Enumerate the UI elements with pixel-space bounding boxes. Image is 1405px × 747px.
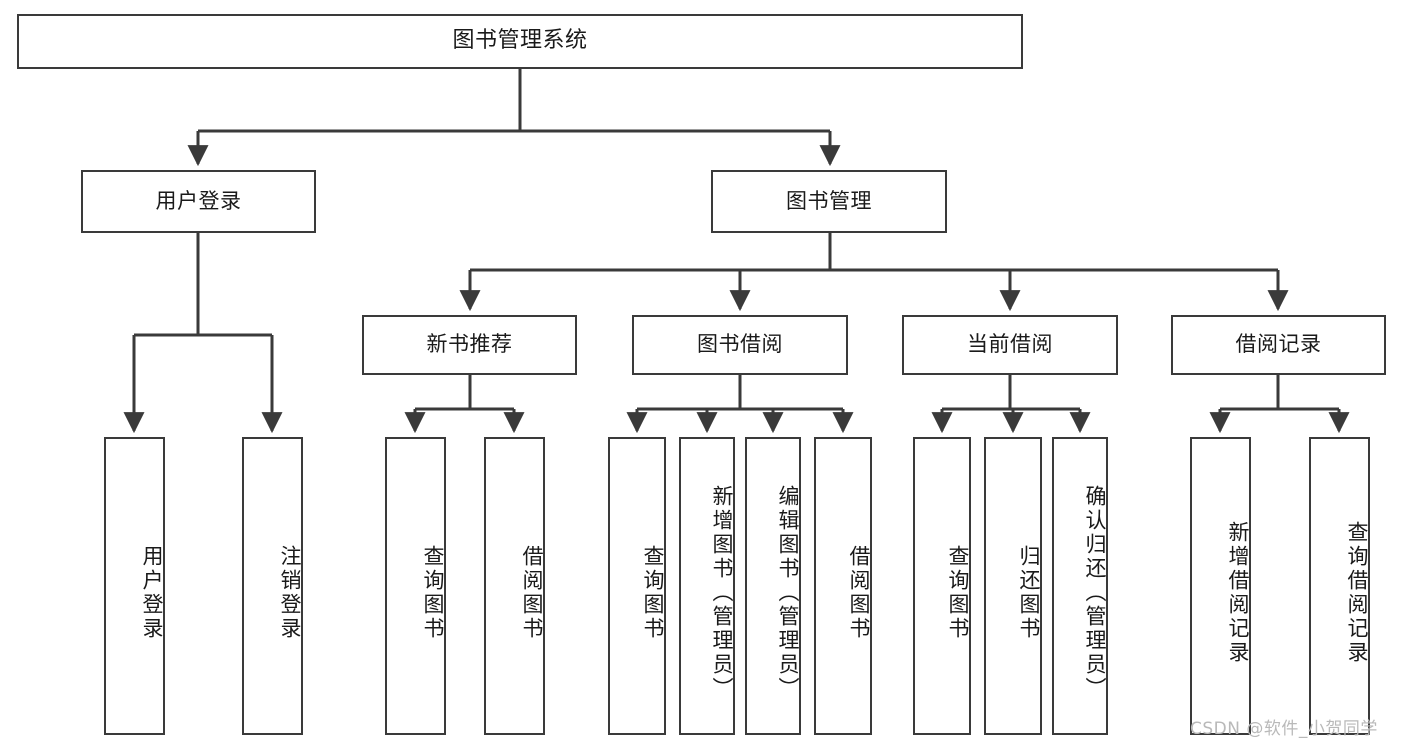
node-user-login-label: 用户登录 xyxy=(155,188,242,213)
node-leaf-borrow-book-new[interactable]: 借阅图书 xyxy=(484,437,545,735)
node-leaf-query-book-current[interactable]: 查询图书 xyxy=(913,437,971,735)
node-book-borrow[interactable]: 图书借阅 xyxy=(632,315,848,375)
node-new-book-recommend-label: 新书推荐 xyxy=(426,332,513,357)
node-root[interactable]: 图书管理系统 xyxy=(17,14,1023,69)
node-leaf-query-borrow-record-label: 查询借阅记录 xyxy=(1345,521,1369,665)
node-leaf-return-book-label: 归还图书 xyxy=(1017,545,1041,641)
node-new-book-recommend[interactable]: 新书推荐 xyxy=(362,315,577,375)
node-book-management[interactable]: 图书管理 xyxy=(711,170,947,233)
node-leaf-edit-book-admin-label: 编辑图书（管理员） xyxy=(776,485,800,701)
node-borrow-record[interactable]: 借阅记录 xyxy=(1171,315,1386,375)
node-leaf-borrow-book-borrow[interactable]: 借阅图书 xyxy=(814,437,872,735)
node-current-borrow-label: 当前借阅 xyxy=(967,332,1053,357)
node-book-borrow-label: 图书借阅 xyxy=(697,332,783,357)
node-leaf-borrow-book-borrow-label: 借阅图书 xyxy=(847,545,871,641)
node-leaf-user-login[interactable]: 用户登录 xyxy=(104,437,165,735)
node-leaf-confirm-return-admin-label: 确认归还（管理员） xyxy=(1083,485,1107,701)
node-leaf-query-borrow-record[interactable]: 查询借阅记录 xyxy=(1309,437,1370,735)
node-leaf-query-book-new[interactable]: 查询图书 xyxy=(385,437,446,735)
node-leaf-user-login-label: 用户登录 xyxy=(140,545,164,641)
node-leaf-query-book-current-label: 查询图书 xyxy=(946,545,970,641)
node-current-borrow[interactable]: 当前借阅 xyxy=(902,315,1118,375)
node-leaf-add-book-admin[interactable]: 新增图书（管理员） xyxy=(679,437,735,735)
node-leaf-query-book-borrow-label: 查询图书 xyxy=(641,545,665,641)
node-leaf-add-book-admin-label: 新增图书（管理员） xyxy=(710,485,734,701)
node-leaf-return-book[interactable]: 归还图书 xyxy=(984,437,1042,735)
node-book-management-label: 图书管理 xyxy=(786,188,872,213)
node-leaf-logout[interactable]: 注销登录 xyxy=(242,437,303,735)
node-leaf-edit-book-admin[interactable]: 编辑图书（管理员） xyxy=(745,437,801,735)
node-user-login[interactable]: 用户登录 xyxy=(81,170,316,233)
csdn-watermark: CSDN @软件_小贺同学 xyxy=(1190,719,1378,739)
node-leaf-borrow-book-new-label: 借阅图书 xyxy=(520,545,544,641)
node-leaf-logout-label: 注销登录 xyxy=(278,545,302,641)
node-leaf-add-borrow-record[interactable]: 新增借阅记录 xyxy=(1190,437,1251,735)
node-leaf-query-book-new-label: 查询图书 xyxy=(421,545,445,641)
node-leaf-add-borrow-record-label: 新增借阅记录 xyxy=(1226,521,1250,665)
node-borrow-record-label: 借阅记录 xyxy=(1235,332,1322,357)
node-root-label: 图书管理系统 xyxy=(452,28,588,54)
node-leaf-confirm-return-admin[interactable]: 确认归还（管理员） xyxy=(1052,437,1108,735)
node-leaf-query-book-borrow[interactable]: 查询图书 xyxy=(608,437,666,735)
